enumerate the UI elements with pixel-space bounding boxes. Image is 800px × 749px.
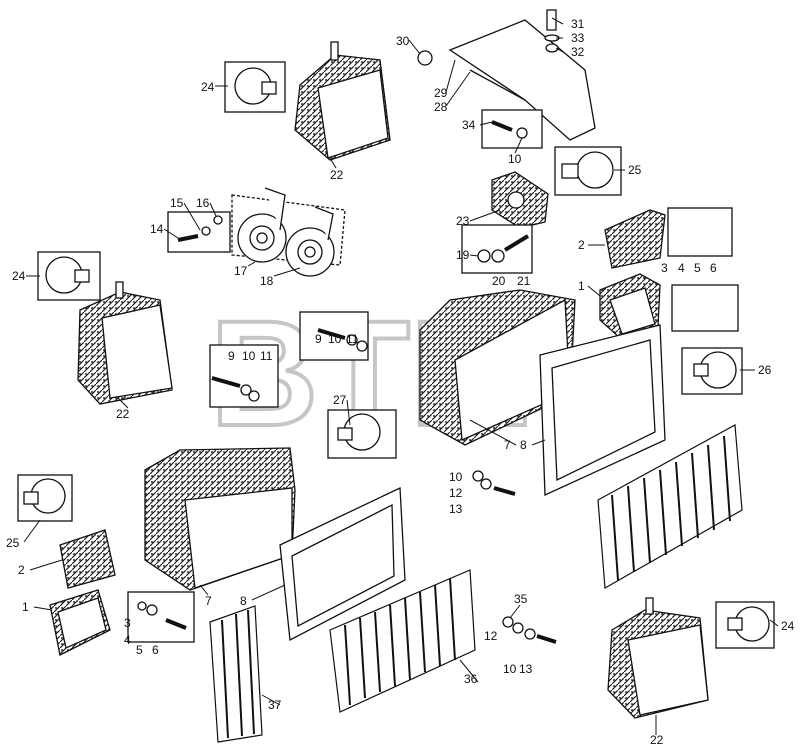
callout-35: 35 bbox=[514, 592, 528, 606]
callout-3: 3 bbox=[661, 261, 668, 275]
callout-9: 9 bbox=[315, 332, 322, 346]
callout-10: 10 bbox=[449, 470, 463, 484]
callout-8: 8 bbox=[240, 594, 247, 608]
callout-10: 10 bbox=[242, 349, 256, 363]
headlamp-housing-right bbox=[209, 289, 666, 496]
callout-13: 13 bbox=[519, 662, 533, 676]
callout-23: 23 bbox=[456, 214, 470, 228]
callout-28: 28 bbox=[434, 100, 448, 114]
headlamp-housing-left bbox=[144, 409, 406, 642]
callout-37: 37 bbox=[268, 698, 282, 712]
callout-14: 14 bbox=[150, 222, 164, 236]
callout-7: 7 bbox=[504, 438, 511, 452]
callout-10: 10 bbox=[328, 332, 342, 346]
right-indicator-lamps bbox=[599, 207, 743, 395]
callout-20: 20 bbox=[492, 274, 506, 288]
callout-22: 22 bbox=[650, 733, 664, 747]
callout-32: 32 bbox=[571, 45, 585, 59]
mount-cover-top-right bbox=[417, 9, 596, 149]
lower-left-lamps bbox=[17, 474, 195, 656]
callout-6: 6 bbox=[710, 261, 717, 275]
callout-4: 4 bbox=[678, 261, 685, 275]
callout-3: 3 bbox=[124, 616, 131, 630]
callout-24: 24 bbox=[781, 619, 795, 633]
callout-31: 31 bbox=[571, 17, 585, 31]
callout-16: 16 bbox=[196, 196, 210, 210]
callout-26: 26 bbox=[758, 363, 772, 377]
callout-24: 24 bbox=[201, 80, 215, 94]
callout-2: 2 bbox=[578, 238, 585, 252]
callout-15: 15 bbox=[170, 196, 184, 210]
callout-7: 7 bbox=[205, 594, 212, 608]
callout-10: 10 bbox=[508, 152, 522, 166]
callout-11: 11 bbox=[346, 332, 359, 346]
callout-19: 19 bbox=[456, 248, 470, 262]
horn-group bbox=[167, 187, 346, 277]
grille-37 bbox=[209, 605, 263, 743]
callout-30: 30 bbox=[396, 34, 410, 48]
callout-9: 9 bbox=[228, 349, 235, 363]
callout-22: 22 bbox=[330, 168, 344, 182]
callout-10: 10 bbox=[503, 662, 517, 676]
callout-25: 25 bbox=[628, 163, 642, 177]
grille-36 bbox=[329, 569, 476, 713]
callout-29: 29 bbox=[434, 86, 448, 100]
callout-18: 18 bbox=[260, 274, 274, 288]
headlamp-top bbox=[224, 41, 391, 161]
callout-6: 6 bbox=[152, 643, 159, 657]
leader-lines bbox=[23, 17, 779, 735]
callout-25: 25 bbox=[6, 536, 20, 550]
callout-12: 12 bbox=[484, 629, 498, 643]
callout-17: 17 bbox=[234, 264, 248, 278]
callout-1: 1 bbox=[578, 279, 585, 293]
callout-36: 36 bbox=[464, 672, 478, 686]
headlamp-bottom-right bbox=[502, 597, 775, 719]
callout-5: 5 bbox=[694, 261, 701, 275]
callout-24: 24 bbox=[12, 269, 26, 283]
callout-12: 12 bbox=[449, 486, 463, 500]
callout-2: 2 bbox=[18, 563, 25, 577]
callout-27: 27 bbox=[333, 393, 347, 407]
callout-11: 11 bbox=[260, 349, 273, 363]
callout-33: 33 bbox=[571, 31, 585, 45]
grille-right bbox=[597, 424, 743, 589]
callout-1: 1 bbox=[22, 600, 29, 614]
callout-21: 21 bbox=[517, 274, 531, 288]
callout-34: 34 bbox=[462, 118, 476, 132]
callout-5: 5 bbox=[136, 643, 143, 657]
side-lamp-23-group bbox=[461, 146, 622, 274]
callout-8: 8 bbox=[520, 438, 527, 452]
callout-4: 4 bbox=[124, 633, 131, 647]
callout-22: 22 bbox=[116, 407, 130, 421]
callout-13: 13 bbox=[449, 502, 463, 516]
headlamp-left bbox=[37, 251, 173, 405]
callout-labels: 31 33 32 30 29 28 34 10 24 22 25 23 19 2… bbox=[6, 17, 795, 747]
